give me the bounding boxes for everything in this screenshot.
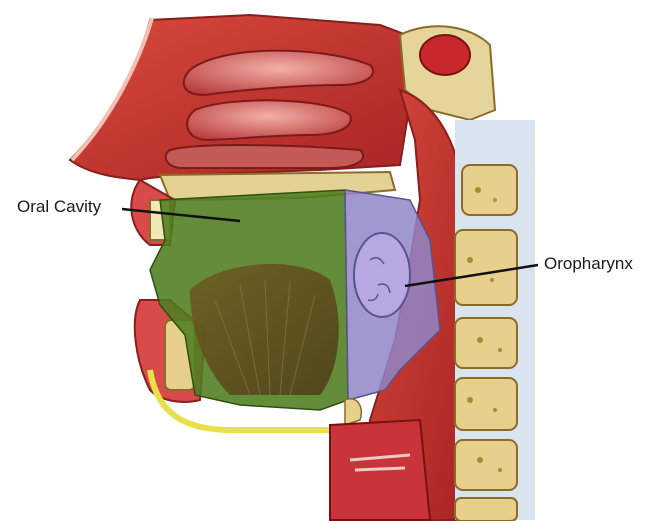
- lower-turbinate: [166, 145, 363, 168]
- vertebra-c2: [455, 230, 517, 305]
- oral-cavity-label: Oral Cavity: [17, 197, 101, 217]
- vertebra-c1: [462, 165, 517, 215]
- palatine-tonsil: [354, 233, 410, 317]
- vertebra-c3: [455, 318, 517, 368]
- sphenoid-sinus: [420, 35, 470, 75]
- epiglottis: [345, 399, 361, 425]
- vertebra-c4: [455, 378, 517, 430]
- vertebra-c5: [455, 440, 517, 490]
- oropharynx-label: Oropharynx: [544, 254, 633, 274]
- vertebra-c6: [455, 498, 517, 521]
- middle-turbinate: [187, 100, 351, 140]
